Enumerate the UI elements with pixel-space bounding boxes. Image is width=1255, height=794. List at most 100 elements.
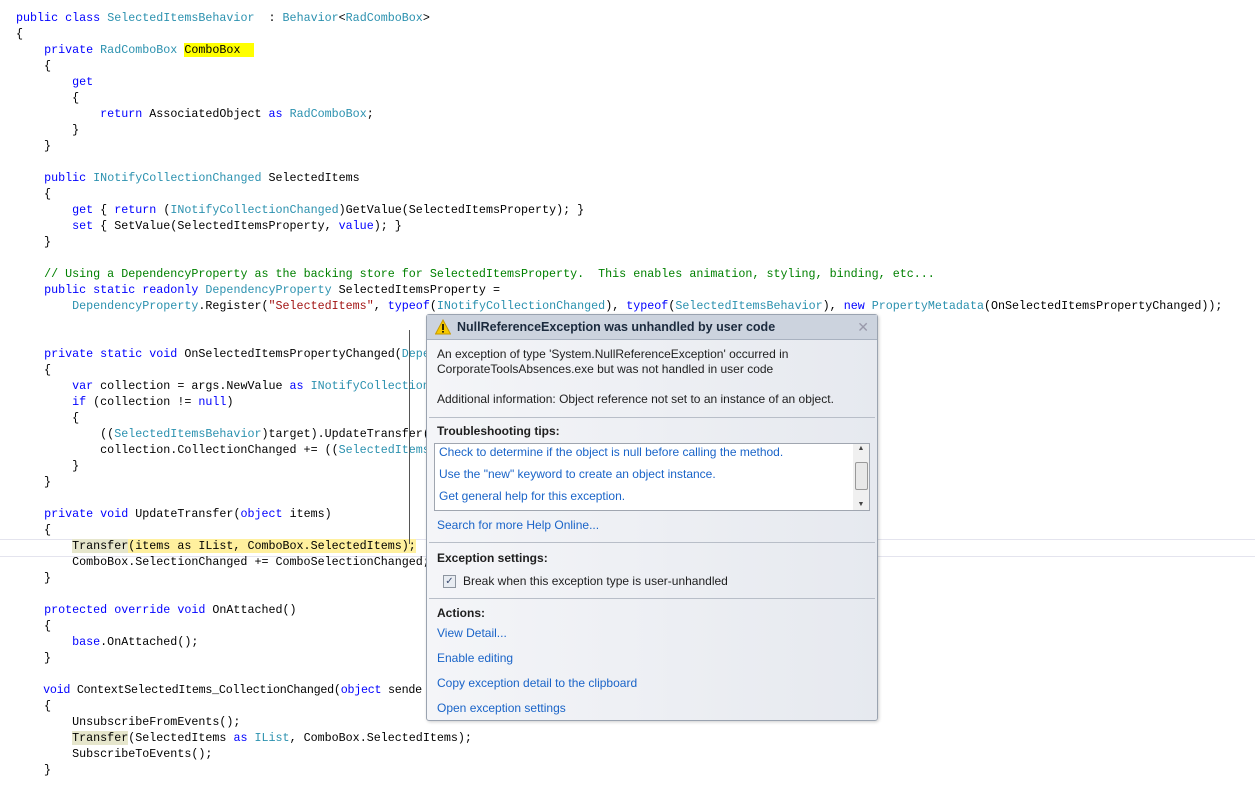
code-line[interactable]: { (16, 186, 1222, 202)
code-line[interactable]: { (16, 618, 1222, 634)
code-token: } (16, 651, 52, 665)
code-line[interactable]: base.OnAttached(); (16, 634, 1222, 650)
scroll-up-icon[interactable]: ▲ (857, 445, 865, 452)
break-when-unhandled-checkbox[interactable]: ✓ Break when this exception type is user… (437, 570, 867, 598)
code-token: ), (605, 299, 627, 313)
code-token: RadComboBox (345, 11, 423, 25)
code-token: OnSelectedItemsPropertyChanged( (184, 347, 402, 361)
code-line[interactable]: { (16, 90, 1222, 106)
code-token: if (72, 395, 94, 409)
warning-icon (435, 319, 451, 335)
scroll-down-icon[interactable]: ▼ (857, 501, 865, 508)
code-line[interactable]: private static void OnSelectedItemsPrope… (16, 346, 1222, 362)
code-line[interactable]: set { SetValue(SelectedItemsProperty, va… (16, 218, 1222, 234)
code-token: } (16, 459, 80, 473)
code-line[interactable]: collection.CollectionChanged += ((Select… (16, 442, 1222, 458)
code-line[interactable]: // Using a DependencyProperty as the bac… (16, 266, 1222, 282)
code-token: collection = args.NewValue (100, 379, 290, 393)
code-token: as (289, 379, 311, 393)
code-token: { (16, 27, 24, 41)
code-token: SelectedItems (268, 171, 360, 185)
code-line[interactable]: var collection = args.NewValue as INotif… (16, 378, 1222, 394)
tip-link[interactable]: Check to determine if the object is null… (439, 445, 784, 459)
tip-link[interactable]: Use the "new" keyword to create an objec… (439, 467, 716, 481)
code-line[interactable]: public static readonly DependencyPropert… (16, 282, 1222, 298)
code-token: ( (429, 299, 437, 313)
code-line[interactable]: UnsubscribeFromEvents(); (16, 714, 1222, 730)
code-line[interactable]: { (16, 410, 1222, 426)
scrollbar[interactable]: ▲ ▼ (853, 444, 869, 510)
code-line[interactable] (16, 154, 1222, 170)
code-token: Depe (401, 347, 430, 361)
code-line[interactable]: private void UpdateTransfer(object items… (16, 506, 1222, 522)
code-line[interactable]: } (16, 138, 1222, 154)
troubleshooting-tips-list[interactable]: Check to determine if the object is null… (434, 443, 870, 511)
code-line[interactable]: SubscribeToEvents(); (16, 746, 1222, 762)
code-line[interactable]: } (16, 570, 1222, 586)
code-token: UpdateTransfer( (135, 507, 241, 521)
tip-link[interactable]: Get general help for this exception. (439, 489, 626, 503)
code-line[interactable]: { (16, 522, 1222, 538)
code-token: > (422, 11, 430, 25)
code-line[interactable]: void ContextSelectedItems_CollectionChan… (16, 682, 1222, 698)
search-help-online-link[interactable]: Search for more Help Online... (437, 518, 600, 532)
code-line[interactable]: } (16, 458, 1222, 474)
scrollbar-thumb[interactable] (855, 462, 868, 490)
checkmark-icon[interactable]: ✓ (443, 574, 456, 588)
code-token (16, 379, 72, 393)
code-line[interactable]: } (16, 234, 1222, 250)
code-token: (items as IList, ComboBox.SelectedItems)… (128, 539, 416, 553)
divider (429, 542, 875, 543)
exception-description: An exception of type 'System.NullReferen… (437, 347, 789, 376)
code-token: .OnAttached(); (100, 635, 199, 649)
code-token: Behavior (282, 11, 339, 25)
code-line[interactable]: return AssociatedObject as RadComboBox; (16, 106, 1222, 122)
code-line[interactable]: DependencyProperty.Register("SelectedIte… (16, 298, 1222, 314)
code-line[interactable]: Transfer(items as IList, ComboBox.Select… (16, 538, 1222, 554)
code-line[interactable]: ComboBox.SelectionChanged += ComboSelect… (16, 554, 1222, 570)
code-token: } (16, 763, 52, 777)
exception-assistant-dialog: NullReferenceException was unhandled by … (426, 314, 878, 721)
code-token: } (16, 235, 52, 249)
code-token: DependencyProperty (205, 283, 339, 297)
code-token: } (16, 123, 80, 137)
code-token (16, 299, 72, 313)
code-line[interactable]: } (16, 122, 1222, 138)
code-token: // Using a DependencyProperty as the bac… (44, 267, 935, 281)
code-token: { (16, 187, 52, 201)
code-line[interactable]: } (16, 474, 1222, 490)
code-line[interactable]: { (16, 58, 1222, 74)
code-token: void (43, 683, 77, 697)
code-token: { (100, 203, 115, 217)
code-line[interactable]: public class SelectedItemsBehavior : Beh… (16, 10, 1222, 26)
open-exception-settings-link[interactable]: Open exception settings (437, 701, 566, 715)
code-line[interactable]: { (16, 698, 1222, 714)
code-line[interactable]: Transfer(SelectedItems as IList, ComboBo… (16, 730, 1222, 746)
code-line[interactable]: } (16, 650, 1222, 666)
code-line[interactable]: if (collection != null) (16, 394, 1222, 410)
code-token: , (373, 299, 388, 313)
code-line[interactable]: get { return (INotifyCollectionChanged)G… (16, 202, 1222, 218)
code-line[interactable]: protected override void OnAttached() (16, 602, 1222, 618)
code-token: private (44, 43, 101, 57)
enable-editing-link[interactable]: Enable editing (437, 651, 514, 665)
close-icon[interactable]: ✕ (857, 318, 869, 335)
code-token (16, 267, 44, 281)
code-token: ContextSelectedItems_CollectionChanged( (76, 683, 341, 697)
code-token: collection.CollectionChanged += (( (16, 443, 339, 457)
code-line[interactable]: get (16, 74, 1222, 90)
code-line[interactable]: public INotifyCollectionChanged Selected… (16, 170, 1222, 186)
code-token: AssociatedObject (149, 107, 269, 121)
code-line[interactable] (16, 250, 1222, 266)
code-token: (OnSelectedItemsPropertyChanged)); (983, 299, 1223, 313)
code-editor[interactable]: public class SelectedItemsBehavior : Beh… (16, 10, 1222, 778)
code-line[interactable]: } (16, 762, 1222, 778)
code-token: INotifyCollectionChanged (170, 203, 339, 217)
code-line[interactable]: private RadComboBox ComboBox (16, 42, 1222, 58)
view-detail-link[interactable]: View Detail... (437, 626, 507, 640)
code-line[interactable]: { (16, 362, 1222, 378)
copy-exception-detail-link[interactable]: Copy exception detail to the clipboard (437, 676, 638, 690)
code-token: (SelectedItems (128, 731, 234, 745)
code-line[interactable]: { (16, 26, 1222, 42)
code-line[interactable]: ((SelectedItemsBehavior)target).UpdateTr… (16, 426, 1222, 442)
